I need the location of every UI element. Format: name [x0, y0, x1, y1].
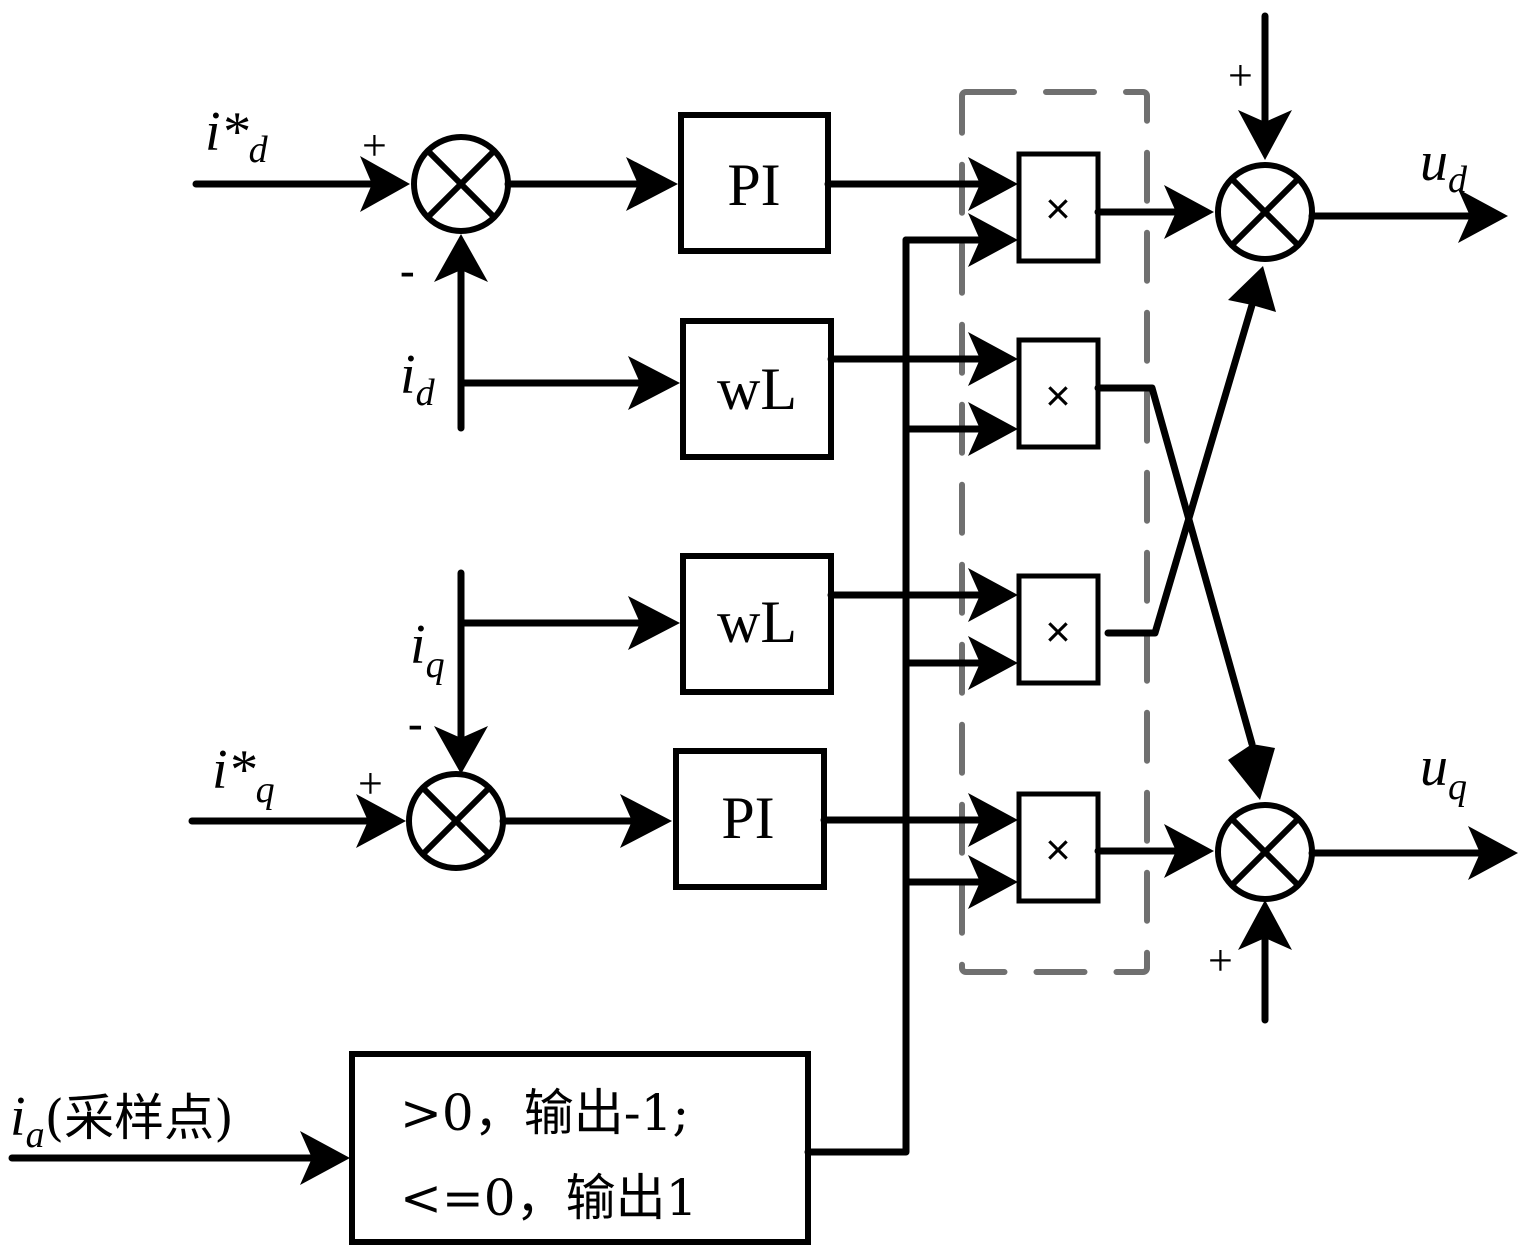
wl-block-d-label: wL	[717, 356, 797, 422]
iq-ref-label: i*q	[212, 739, 275, 811]
sum-d-minus-sign: -	[400, 246, 415, 295]
wl-block-d: wL	[680, 318, 834, 460]
output-summing-junction-q	[1215, 802, 1315, 902]
sign-bus-wire	[804, 236, 910, 1156]
pi-block-q-label: PI	[721, 785, 774, 851]
id-ref-input-arrow	[192, 156, 410, 212]
pi-block-d-label: PI	[727, 152, 780, 218]
ud-label: ud	[1420, 131, 1468, 201]
sum-d-to-pi-arrow	[504, 157, 678, 211]
multiplier-4-symbol: ×	[1045, 826, 1071, 875]
id-label: id	[400, 344, 436, 414]
out-sum-d-plus-sign: +	[1228, 51, 1253, 100]
sum-d-plus-sign: +	[362, 121, 387, 170]
mult3-to-out-sum-d-arrow	[1104, 266, 1276, 637]
sign-block-line2: <=0，输出1	[400, 1169, 697, 1227]
sum-q-minus-sign: -	[408, 699, 423, 748]
summing-junction-d	[411, 134, 511, 234]
id-feedback-arrow	[434, 234, 488, 432]
summing-junction-q	[406, 771, 506, 871]
wl-d-to-mult2-arrow	[827, 332, 1018, 386]
ia-input-arrow	[8, 1131, 350, 1185]
mult1-to-out-sum-d-arrow	[1094, 185, 1214, 239]
multiplier-3: ×	[1016, 573, 1101, 686]
mult2-to-out-sum-q-arrow	[1094, 384, 1275, 800]
wl-q-to-mult3-arrow	[827, 568, 1018, 622]
pi-block-q: PI	[673, 748, 827, 890]
multiplier-group-outline	[959, 89, 1150, 975]
ud-output-arrow	[1308, 189, 1508, 243]
iq-label: iq	[410, 614, 445, 686]
multiplier-2: ×	[1016, 337, 1101, 450]
iq-ref-input-arrow	[188, 794, 406, 848]
multiplier-1: ×	[1016, 151, 1101, 264]
out-sum-d-top-input-arrow	[1238, 12, 1292, 160]
id-to-wl-arrow	[457, 356, 680, 410]
out-sum-q-plus-sign: +	[1208, 936, 1233, 985]
wl-block-q: wL	[680, 553, 834, 695]
uq-label: uq	[1420, 736, 1467, 808]
uq-output-arrow	[1308, 826, 1518, 880]
multiplier-3-symbol: ×	[1045, 608, 1071, 657]
sum-q-plus-sign: +	[358, 759, 383, 808]
id-ref-label: i*d	[205, 101, 269, 171]
mult4-to-out-sum-q-arrow	[1094, 824, 1214, 878]
bus-to-mult4-arrow	[902, 855, 1018, 909]
pi-q-to-mult4-arrow	[820, 793, 1018, 847]
out-sum-q-bottom-input-arrow	[1238, 900, 1292, 1024]
multiplier-4: ×	[1016, 791, 1101, 904]
sum-q-to-pi-arrow	[499, 794, 672, 848]
bus-to-mult3-arrow	[902, 636, 1018, 690]
output-summing-junction-d	[1215, 162, 1315, 262]
sign-block-line1: >0，输出-1;	[400, 1084, 689, 1142]
pi-d-to-mult1-arrow	[824, 157, 1018, 211]
ia-label: ia(采样点)	[10, 1086, 234, 1156]
iq-feedback-arrow	[434, 569, 488, 774]
bus-to-mult1-arrow	[902, 213, 1018, 267]
iq-to-wl-arrow	[457, 596, 680, 650]
multiplier-1-symbol: ×	[1045, 185, 1071, 234]
bus-to-mult2-arrow	[902, 402, 1018, 456]
sign-block: >0，输出-1; <=0，输出1	[349, 1051, 811, 1245]
wl-block-q-label: wL	[717, 589, 797, 655]
pi-block-d: PI	[678, 112, 831, 254]
multiplier-2-symbol: ×	[1045, 372, 1071, 421]
